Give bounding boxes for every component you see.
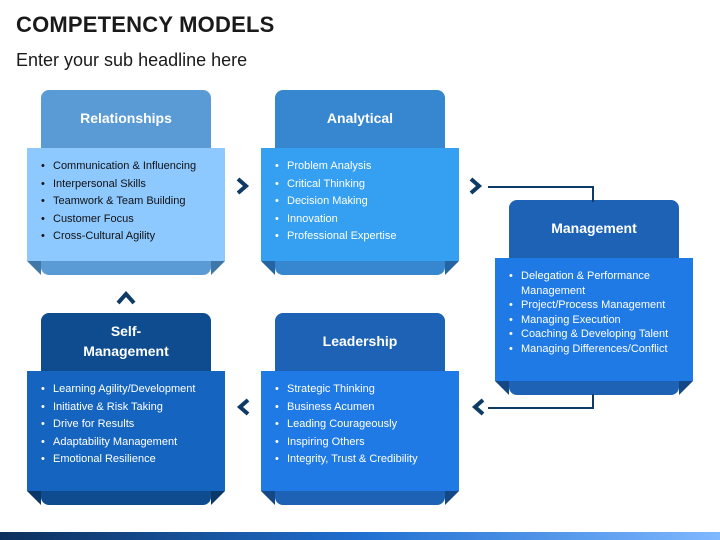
card-fold [261,491,275,505]
list-item: Managing Differences/Conflict [505,342,683,357]
card-analytical-body: Problem Analysis Critical Thinking Decis… [261,148,459,261]
list-item: Innovation [271,211,449,229]
connector-line [592,186,594,202]
list-item: Problem Analysis [271,158,449,176]
list-item: Managing Execution [505,313,683,328]
list-item: Initiative & Risk Taking [37,399,215,417]
bottom-accent-bar [0,532,720,540]
list-item: Emotional Resilience [37,451,215,469]
chevron-right-icon [469,177,483,195]
connector-line [488,186,594,188]
card-relationships-title: Relationships [41,90,211,154]
list-item: Leading Courageously [271,416,449,434]
card-leadership-list: Strategic Thinking Business Acumen Leadi… [271,381,449,469]
card-analytical-list: Problem Analysis Critical Thinking Decis… [271,158,449,246]
card-analytical-foot [275,261,445,275]
card-fold [27,261,41,275]
list-item: Learning Agility/Development [37,381,215,399]
list-item: Strategic Thinking [271,381,449,399]
card-management-foot [509,381,679,395]
card-leadership-title: Leadership [275,313,445,377]
card-fold [211,491,225,505]
card-management-title: Management [509,200,679,264]
card-self-management: Self- Management Learning Agility/Develo… [27,313,225,505]
chevron-up-icon [116,290,136,305]
card-management: Management Delegation & Performance Mana… [495,200,693,395]
list-item: Teamwork & Team Building [37,193,215,211]
card-fold [679,381,693,395]
list-item: Professional Expertise [271,228,449,246]
card-leadership: Leadership Strategic Thinking Business A… [261,313,459,505]
card-relationships: Relationships Communication & Influencin… [27,90,225,275]
card-fold [445,491,459,505]
connector-line [592,394,594,409]
card-self-management-list: Learning Agility/Development Initiative … [37,381,215,469]
card-self-management-title: Self- Management [41,313,211,377]
chevron-right-icon [236,177,250,195]
card-management-body: Delegation & Performance Management Proj… [495,258,693,381]
card-analytical-title: Analytical [275,90,445,154]
list-item: Interpersonal Skills [37,176,215,194]
list-item: Customer Focus [37,211,215,229]
list-item: Business Acumen [271,399,449,417]
list-item: Critical Thinking [271,176,449,194]
card-fold [27,491,41,505]
list-item: Communication & Influencing [37,158,215,176]
card-leadership-body: Strategic Thinking Business Acumen Leadi… [261,371,459,491]
list-item: Decision Making [271,193,449,211]
chevron-left-icon [471,398,485,416]
card-analytical: Analytical Problem Analysis Critical Thi… [261,90,459,275]
connector-line [488,407,594,409]
card-self-management-body: Learning Agility/Development Initiative … [27,371,225,491]
card-fold [211,261,225,275]
card-leadership-foot [275,491,445,505]
list-item: Integrity, Trust & Credibility [271,451,449,469]
list-item: Adaptability Management [37,434,215,452]
list-item: Cross-Cultural Agility [37,228,215,246]
list-item: Project/Process Management [505,298,683,313]
list-item: Drive for Results [37,416,215,434]
card-fold [445,261,459,275]
card-management-list: Delegation & Performance Management Proj… [505,269,683,356]
card-self-management-foot [41,491,211,505]
list-item: Delegation & Performance Management [505,269,683,298]
card-relationships-body: Communication & Influencing Interpersona… [27,148,225,261]
card-fold [261,261,275,275]
list-item: Inspiring Others [271,434,449,452]
chevron-left-icon [236,398,250,416]
page-title: COMPETENCY MODELS [16,12,275,37]
card-relationships-foot [41,261,211,275]
card-fold [495,381,509,395]
card-relationships-list: Communication & Influencing Interpersona… [37,158,215,246]
page-subtitle: Enter your sub headline here [16,50,248,70]
list-item: Coaching & Developing Talent [505,327,683,342]
